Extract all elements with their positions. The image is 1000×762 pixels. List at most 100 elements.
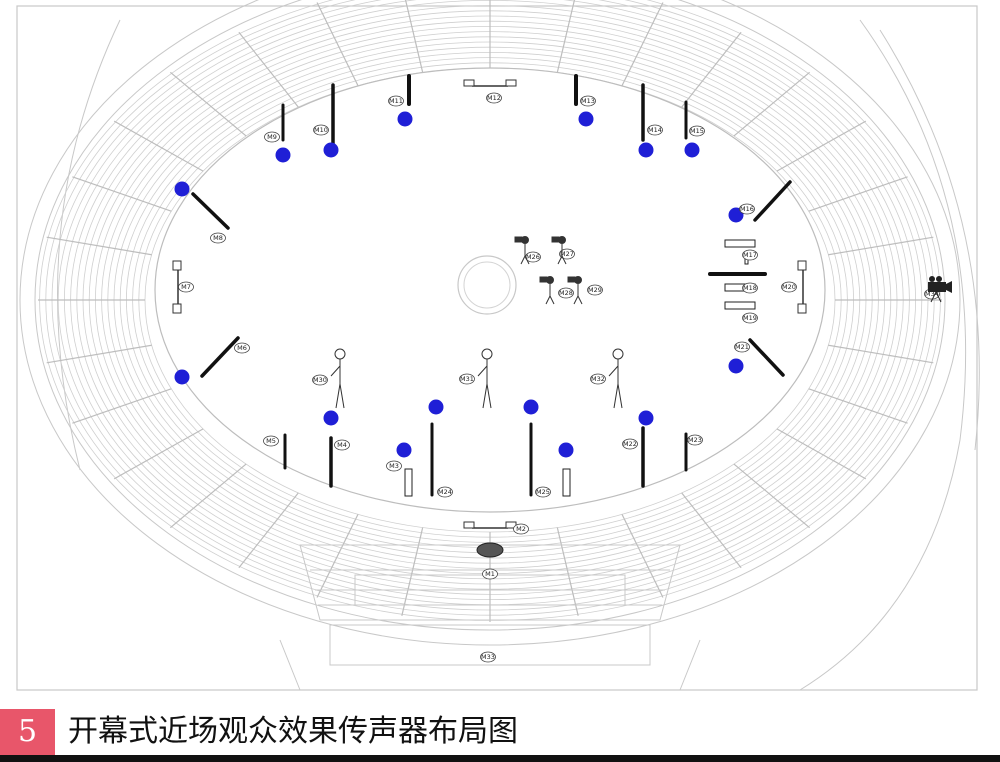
center-circle-inner (463, 261, 511, 309)
blue-marker (638, 410, 654, 426)
mic-label-badge: M9 (264, 131, 280, 143)
blue-marker (397, 111, 413, 127)
mic-label-badge: M5 (263, 435, 279, 447)
mic-label-text: M16 (740, 205, 754, 213)
blue-marker (523, 399, 539, 415)
standing-person (477, 348, 493, 409)
mic-label-badge: M21 (734, 341, 750, 353)
blue-marker (684, 142, 700, 158)
blue-marker (174, 181, 190, 197)
center-circle (457, 255, 517, 315)
mic-label-text: M5 (266, 437, 276, 445)
stereo-mic-pair (463, 521, 517, 529)
mic-label-badge: M20 (781, 281, 797, 293)
camera-operator (514, 236, 530, 265)
blue-marker (323, 142, 339, 158)
figure-title: 开幕式近场观众效果传声器布局图 (68, 714, 518, 749)
mic-label-badge: M11 (388, 95, 404, 107)
mic-label-text: M13 (581, 97, 595, 105)
blue-position-markers (174, 111, 744, 458)
mic-stand (191, 192, 230, 230)
mic-capsule (404, 468, 413, 497)
mic-label-text: M12 (487, 94, 501, 102)
blue-marker (558, 442, 574, 458)
camera-operator (539, 276, 555, 305)
standing-person (330, 348, 346, 409)
mic-label-text: M8 (213, 234, 223, 242)
mic-label-badge: M32 (590, 373, 606, 385)
mic-label-badge: M4 (334, 439, 350, 451)
mic-label-text: M4 (337, 441, 347, 449)
mic-label-text: M25 (536, 488, 550, 496)
mic-label-badge: M15 (689, 125, 705, 137)
mic-label-text: M1 (485, 570, 495, 578)
mic-label-text: M3 (389, 462, 399, 470)
mic-label-text: M32 (591, 375, 605, 383)
camera-operator (567, 276, 583, 305)
mic-label-badge: M27 (559, 248, 575, 260)
mic-label-badge: M8 (210, 232, 226, 244)
mic-label-text: M10 (314, 126, 328, 134)
mic-label-text: M2 (516, 525, 526, 533)
mic-label-text: M6 (237, 344, 247, 352)
blue-marker (728, 207, 744, 223)
mic-stand (200, 336, 240, 378)
blue-marker (174, 369, 190, 385)
mic-label-text: M19 (743, 314, 757, 322)
mic-label-text: M33 (481, 653, 495, 661)
mic-label-text: M24 (438, 488, 452, 496)
seating-section-dividers (38, 0, 942, 622)
microphone-stands (172, 74, 807, 558)
mic-label-text: M29 (588, 286, 602, 294)
mic-label-badge: M33 (480, 651, 496, 663)
mic-label-text: M27 (560, 250, 574, 258)
side-stereo-mic (797, 260, 807, 314)
mic-label-badge: M16 (739, 203, 755, 215)
stadium-structure (19, 0, 980, 691)
mic-label-text: M18 (743, 284, 757, 292)
boundary-mic (476, 542, 504, 558)
mic-label-text: M31 (460, 375, 474, 383)
mic-label-badge: M22 (622, 438, 638, 450)
blue-marker (323, 410, 339, 426)
standing-person (608, 348, 624, 409)
figure-number-badge: 5 (0, 709, 55, 755)
mic-label-text: M34 (925, 290, 939, 298)
mic-label-badge: M1 (482, 568, 498, 580)
mic-label-badge: M13 (580, 95, 596, 107)
mic-label-badge: M29 (587, 284, 603, 296)
mic-label-badge: M17 (742, 249, 758, 261)
mic-label-text: M14 (648, 126, 662, 134)
figure-caption: 5 开幕式近场观众效果传声器布局图 (0, 705, 1000, 757)
mic-label-badge: M23 (687, 434, 703, 446)
mic-label-badge: M18 (742, 282, 758, 294)
mic-label-badge: M7 (178, 281, 194, 293)
blue-marker (578, 111, 594, 127)
side-stereo-mic (172, 260, 182, 314)
mic-label-text: M20 (782, 283, 796, 291)
mic-stand (748, 338, 785, 377)
blue-marker (638, 142, 654, 158)
mic-label-badge: M28 (558, 287, 574, 299)
mic-label-badge: M24 (437, 486, 453, 498)
mic-label-text: M28 (559, 289, 573, 297)
stage-figures (330, 236, 624, 409)
mic-label-badge: M31 (459, 373, 475, 385)
mic-label-badge: M10 (313, 124, 329, 136)
blue-marker (396, 442, 412, 458)
mic-capsule (562, 468, 571, 497)
mic-label-badge: M6 (234, 342, 250, 354)
camera-operator (551, 236, 567, 265)
mic-label-badge: M30 (312, 374, 328, 386)
blue-marker (428, 399, 444, 415)
mic-label-badge: M12 (486, 92, 502, 104)
mic-label-text: M26 (526, 253, 540, 261)
mic-label-text: M7 (181, 283, 191, 291)
mic-label-text: M17 (743, 251, 757, 259)
mic-label-text: M9 (267, 133, 277, 141)
stereo-mic-pair (463, 79, 517, 87)
mic-capsule (724, 301, 756, 310)
camera-icon (928, 276, 952, 303)
